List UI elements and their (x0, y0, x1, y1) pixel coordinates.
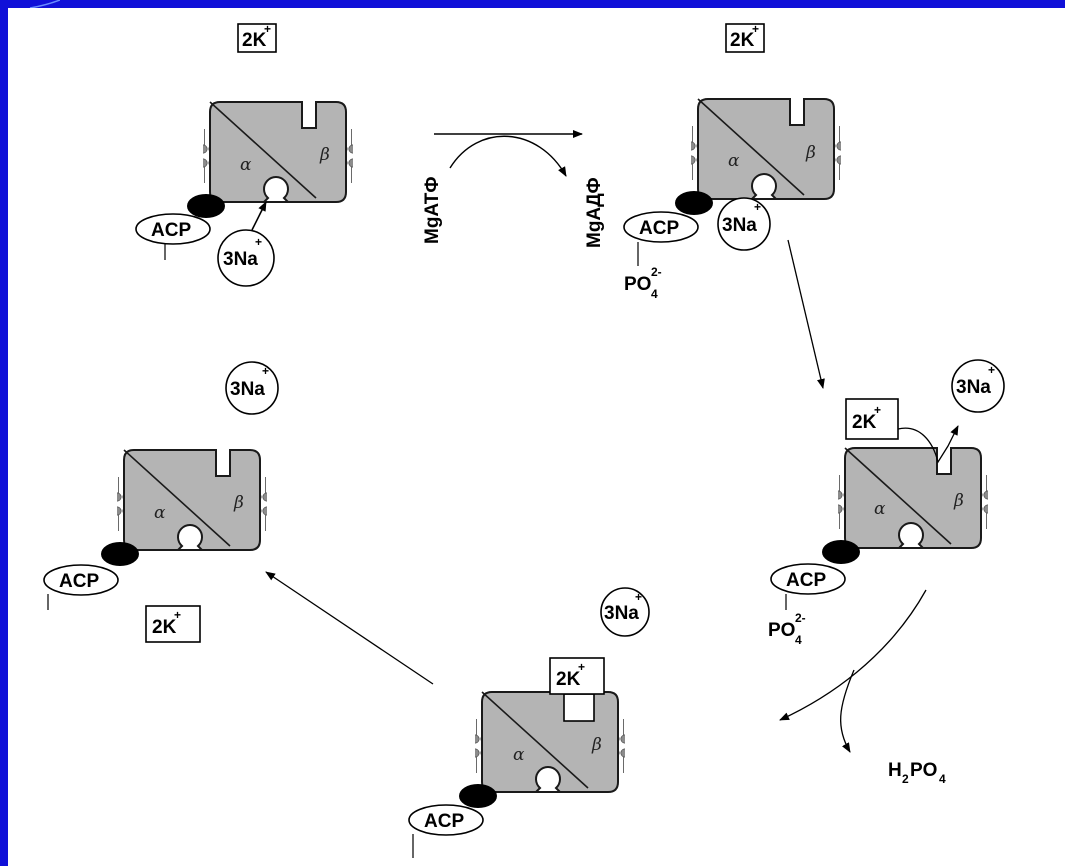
svg-text:+: + (262, 364, 269, 378)
beta-subunit-label: β (953, 491, 964, 511)
svg-text:+: + (578, 660, 585, 674)
svg-text:PO: PO (768, 620, 795, 641)
svg-text:ACP: ACP (786, 570, 826, 591)
diagram-canvas: α β 2K + ACP 3Na + MgATФ MgAДФ α β (8, 8, 1065, 866)
acp-label: ACP (408, 804, 484, 858)
svg-text:ACP: ACP (151, 220, 191, 241)
alpha-subunit-label: α (728, 151, 740, 171)
cycle-arrow (265, 571, 434, 685)
frame-corner-accent (29, 0, 60, 8)
svg-text:2K: 2K (730, 30, 755, 51)
svg-text:4: 4 (795, 633, 802, 647)
mg-atp-label: MgATФ (422, 176, 443, 244)
acp-label: ACP (43, 564, 119, 610)
svg-text:2-: 2- (651, 265, 662, 279)
sodium-bubble: 3Na + (600, 587, 650, 637)
sodium-binding-arrow (251, 201, 267, 231)
sodium-bubble: 3Na + (225, 361, 279, 415)
state-3-group: α β 2K + 3Na + ACP PO 4 2- (768, 359, 1005, 647)
sodium-bubble: 3Na + (951, 359, 1005, 413)
svg-text:H: H (888, 760, 902, 781)
potassium-box: 2K + (725, 22, 765, 53)
svg-text:+: + (174, 608, 181, 622)
svg-text:+: + (988, 363, 995, 377)
svg-text:+: + (754, 200, 761, 214)
beta-subunit-label: β (805, 143, 816, 163)
svg-text:+: + (752, 22, 759, 36)
potassium-box: 2K + (845, 398, 899, 440)
svg-text:4: 4 (651, 287, 658, 301)
svg-text:2K: 2K (242, 30, 267, 51)
acp-label: ACP (770, 563, 846, 610)
alpha-subunit-label: α (240, 155, 252, 175)
svg-text:ACP: ACP (424, 811, 464, 832)
alpha-subunit-label: α (874, 499, 886, 519)
state-5-group: α β 3Na + ACP 2K + (43, 361, 279, 643)
svg-text:3Na: 3Na (223, 249, 258, 270)
beta-subunit-label: β (233, 493, 244, 513)
dephosphorylation-arrows: H 2 PO 4 (779, 589, 946, 786)
acp-label: ACP (135, 213, 211, 260)
state-4-group: α β 2K + 3Na + ACP (408, 587, 650, 858)
potassium-box: 2K + (145, 605, 201, 643)
dihydrogen-phosphate-label: H 2 PO 4 (888, 760, 946, 786)
alpha-subunit-label: α (513, 745, 525, 765)
svg-text:PO: PO (910, 760, 937, 781)
na-k-atpase-cycle-diagram: α β 2K + ACP 3Na + MgATФ MgAДФ α β (43, 22, 1005, 858)
sodium-bubble: 3Na + (217, 229, 275, 287)
potassium-exchange-arrow (897, 425, 959, 464)
potassium-box: 2K + (549, 657, 605, 695)
svg-text:3Na: 3Na (956, 377, 991, 398)
beta-subunit-label: β (591, 735, 602, 755)
state-1-group: α β 2K + ACP 3Na + (135, 22, 354, 287)
beta-subunit-label: β (319, 145, 330, 165)
svg-text:PO: PO (624, 274, 651, 295)
svg-text:+: + (874, 403, 881, 417)
svg-text:ACP: ACP (59, 571, 99, 592)
svg-text:2-: 2- (795, 611, 806, 625)
mg-adp-label: MgAДФ (584, 177, 605, 248)
acp-label: ACP (623, 211, 699, 266)
svg-text:2K: 2K (556, 669, 581, 690)
svg-text:3Na: 3Na (604, 603, 639, 624)
sodium-bubble: 3Na + (717, 197, 771, 251)
cycle-arrow (787, 239, 825, 389)
svg-text:2K: 2K (152, 617, 177, 638)
svg-text:4: 4 (939, 772, 946, 786)
svg-text:2: 2 (902, 772, 909, 786)
atp-hydrolysis-arrows: MgATФ MgAДФ (422, 130, 605, 248)
potassium-box: 2K + (237, 22, 277, 53)
svg-text:3Na: 3Na (230, 379, 265, 400)
svg-text:+: + (255, 235, 262, 249)
svg-text:+: + (264, 22, 271, 36)
state-2-group: α β 2K + 3Na + ACP PO 4 2- (623, 22, 842, 301)
svg-text:2K: 2K (852, 412, 877, 433)
svg-text:ACP: ACP (639, 218, 679, 239)
phosphate-label: PO 4 2- (768, 611, 806, 647)
svg-text:+: + (635, 590, 642, 604)
svg-text:3Na: 3Na (722, 215, 757, 236)
sodium-potassium-pump (674, 98, 842, 216)
phosphate-label: PO 4 2- (624, 265, 662, 301)
alpha-subunit-label: α (154, 503, 166, 523)
